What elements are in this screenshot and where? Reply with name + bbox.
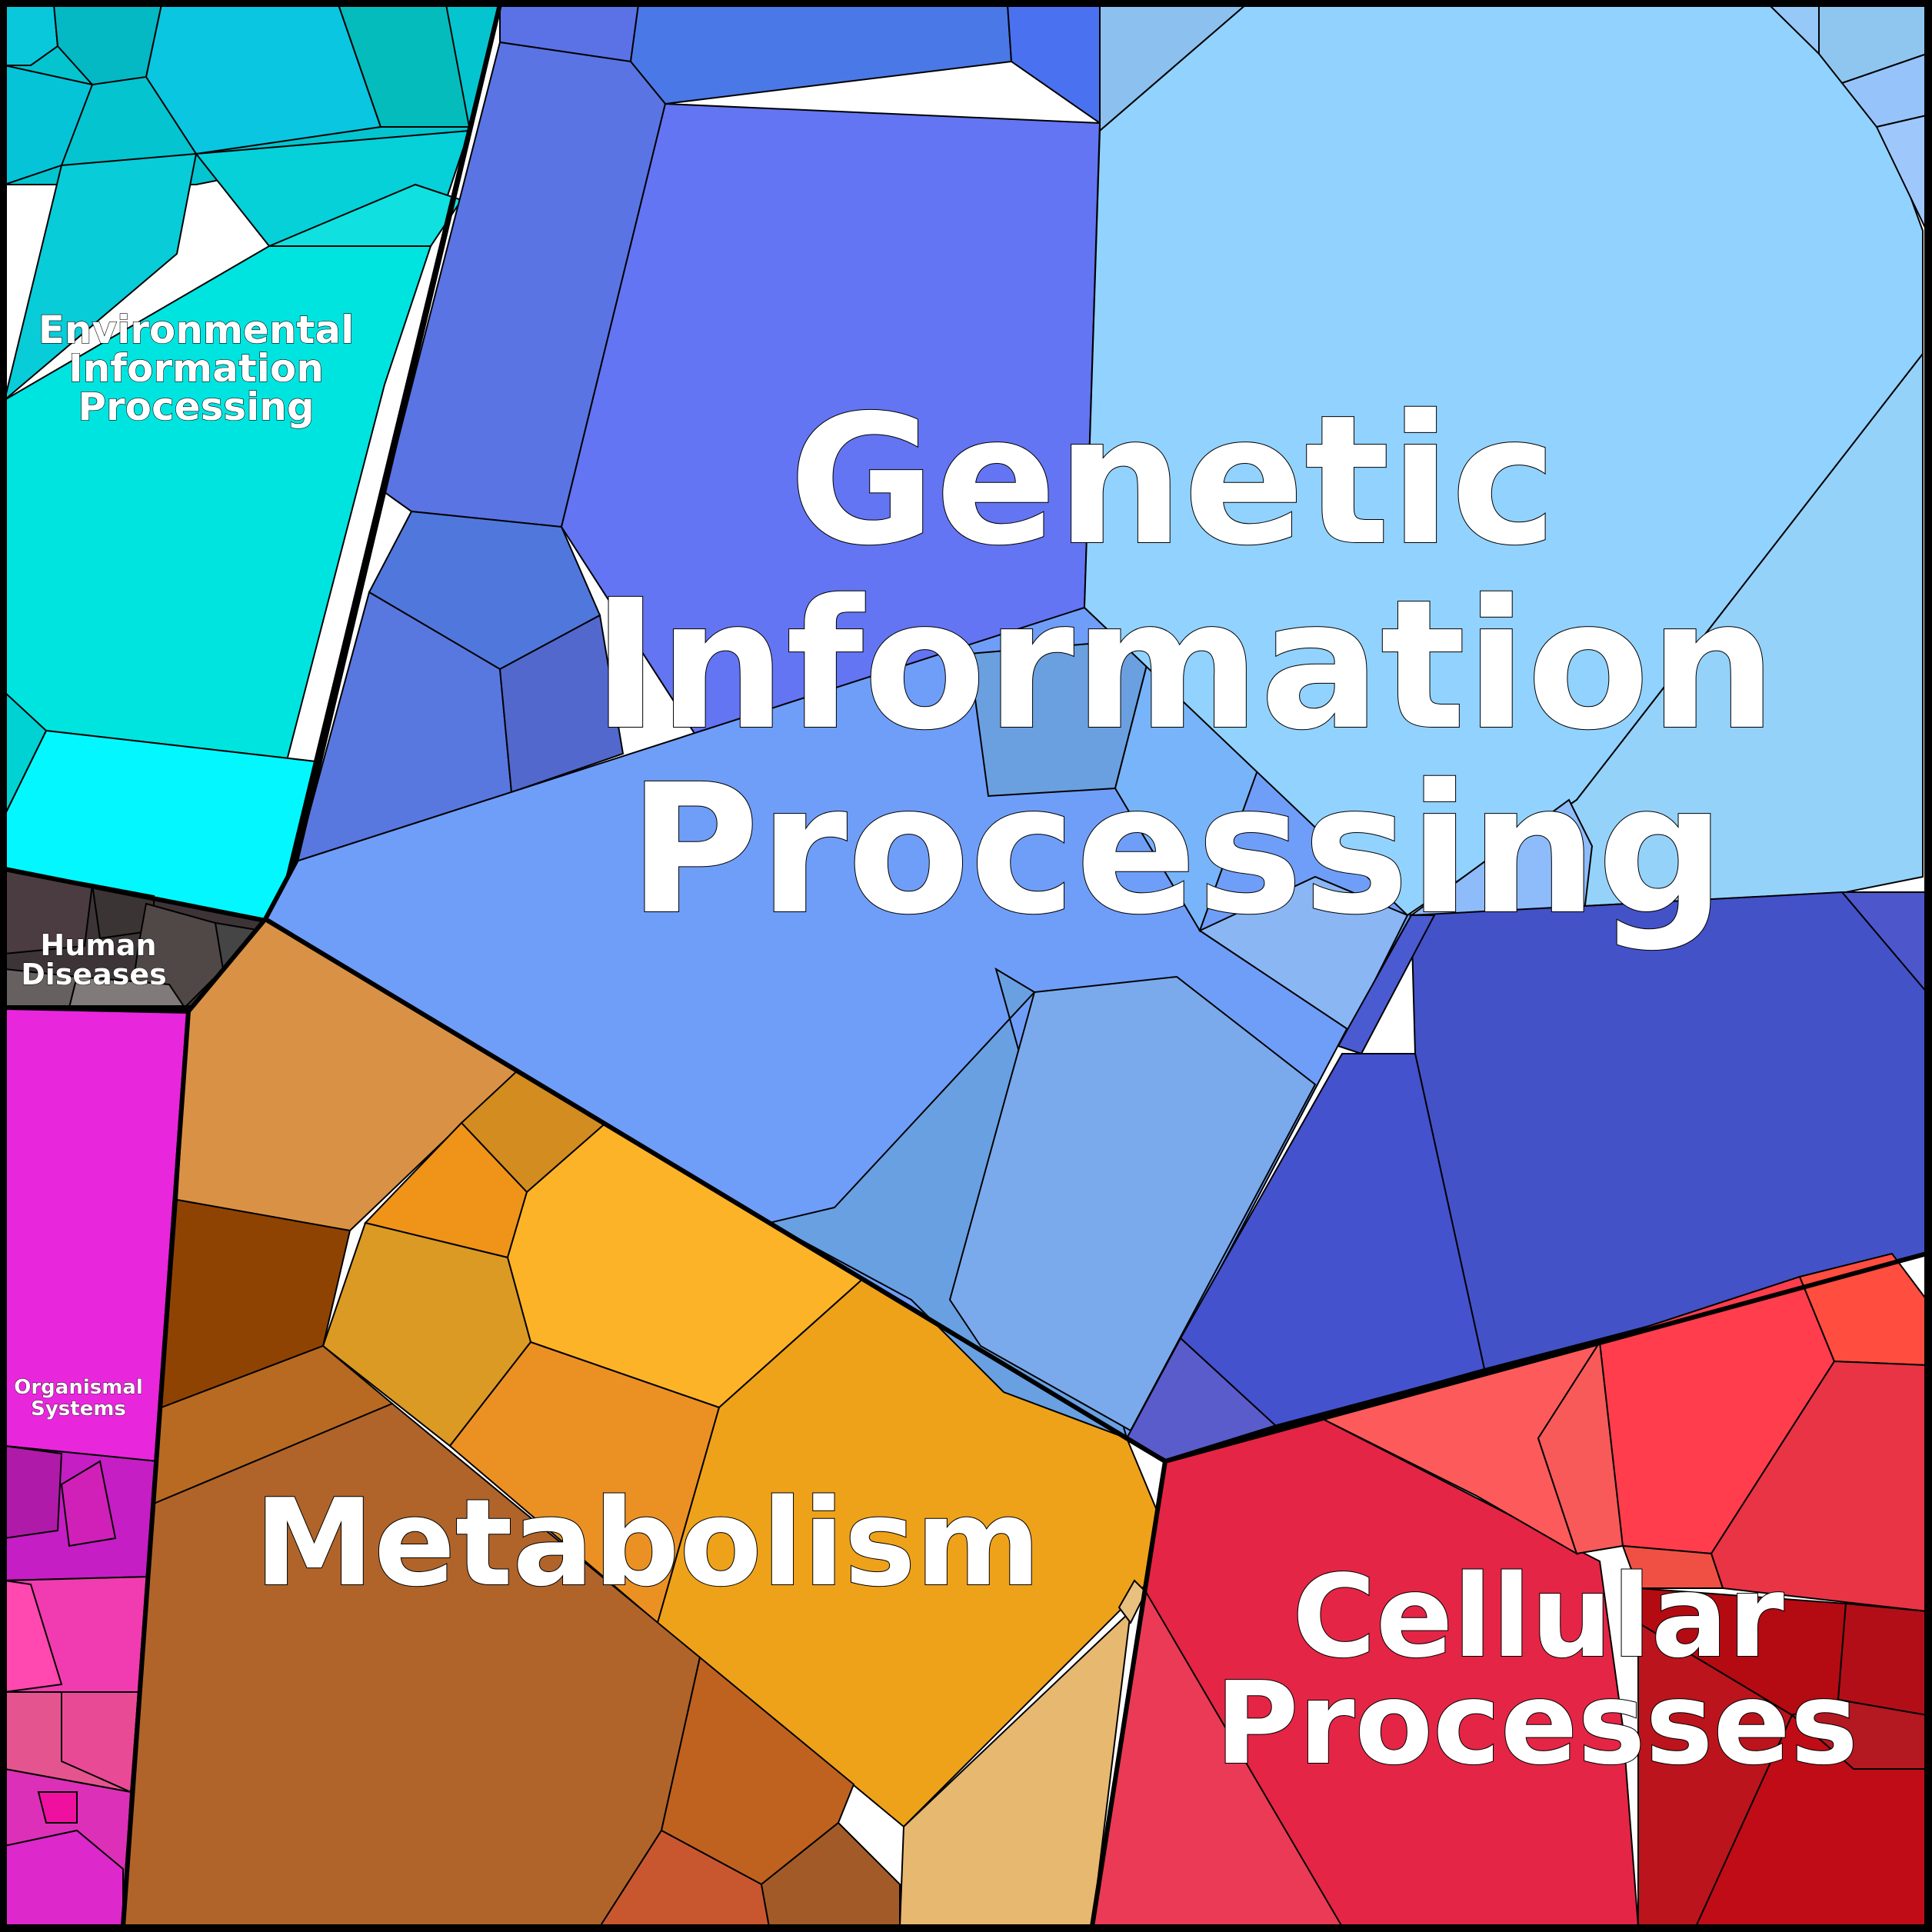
region-organismal-systems: Organismal Systems <box>2 1005 191 1929</box>
label-environmental-line2: Information <box>68 346 324 391</box>
label-environmental-line1: Environmental <box>38 308 354 352</box>
label-organismal-line2: Systems <box>31 1397 126 1421</box>
label-cellular-line1: Cellular <box>1292 1551 1784 1683</box>
region-genetic-information-processing: Genetic Information Processing <box>263 2 1929 1464</box>
label-metabolism: Metabolism <box>255 1473 1041 1613</box>
label-environmental-line3: Processing <box>78 385 314 429</box>
label-organismal-line1: Organismal <box>14 1376 143 1399</box>
label-genetic-line1: Genetic <box>789 377 1557 585</box>
label-genetic-line2: Information <box>592 561 1777 769</box>
label-cellular-line2: Processes <box>1215 1657 1858 1790</box>
label-human-diseases-line1: Human <box>40 928 156 962</box>
label-genetic-line3: Processing <box>628 746 1725 954</box>
region-human-diseases: Human Diseases <box>2 867 280 1010</box>
label-human-diseases-line2: Diseases <box>21 958 167 991</box>
region-metabolism: Metabolism <box>121 917 1168 1929</box>
region-cellular-processes: Cellular Processes <box>1090 1251 1929 1929</box>
